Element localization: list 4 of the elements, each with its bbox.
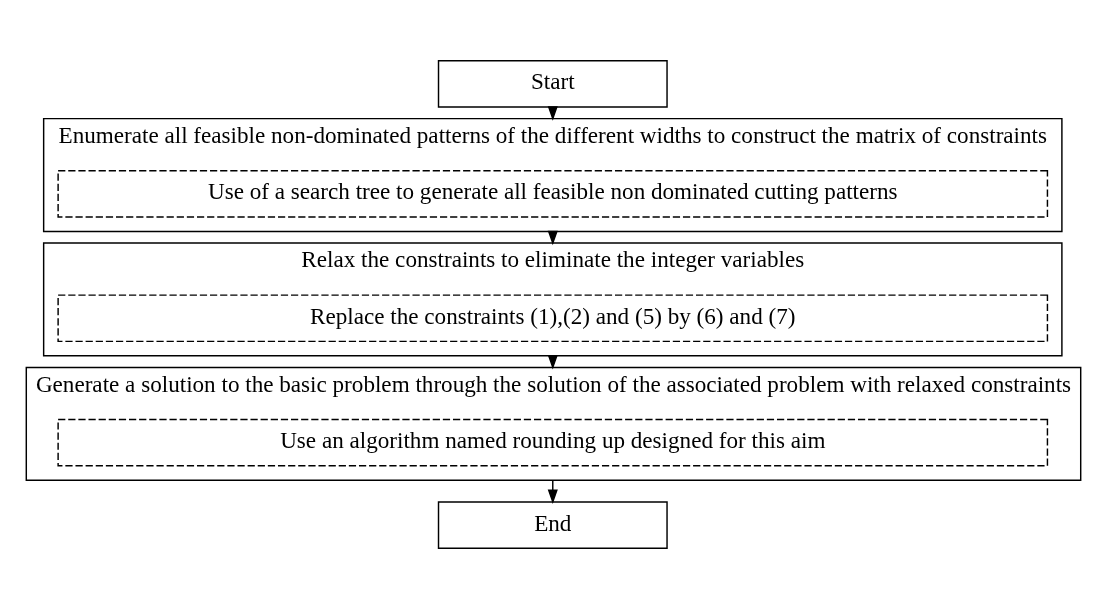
- node-box: End: [437, 500, 668, 549]
- node-box: Use an algorithm named rounding up designed for this aim: [57, 418, 1049, 466]
- node-box: Use of a search tree to generate all feasible non dominated cutting patterns: [57, 169, 1049, 218]
- node-box: Replace the constraints (1),(2) and (5) by (6) and (7): [57, 293, 1049, 342]
